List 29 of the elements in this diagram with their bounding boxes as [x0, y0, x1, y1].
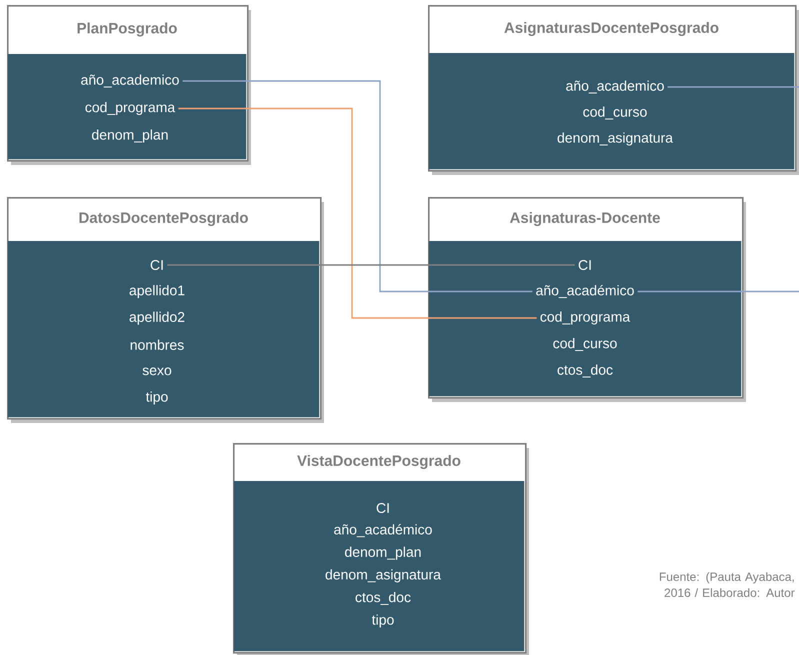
connector-line: [638, 290, 799, 292]
field-name: año_academico: [81, 74, 179, 88]
field-name: apellido2: [130, 312, 184, 325]
field-name: año_académico: [536, 284, 634, 298]
field-name: sexo: [142, 368, 172, 376]
connector-line: [178, 108, 537, 319]
field-name: denom_asignatura: [558, 132, 673, 146]
field-name: ctos_doc: [558, 364, 613, 378]
field-name: cod_programa: [540, 311, 630, 325]
field-name: año_académico: [334, 524, 432, 538]
field-name: apellido1: [130, 285, 184, 298]
field-name: denom_plan: [345, 546, 421, 560]
field-name: cod_curso: [553, 338, 617, 351]
field-name: CI: [578, 260, 591, 270]
field-name: año_academico: [566, 80, 664, 94]
connector-line: [182, 80, 532, 292]
connector-line: [668, 86, 799, 88]
field-name: tipo: [146, 391, 168, 405]
field-name: CI: [150, 260, 163, 270]
field-name: nombres: [130, 340, 184, 350]
field-name: cod_curso: [583, 106, 647, 120]
field-name: denom_plan: [92, 129, 168, 143]
source-note: Fuente: (Pauta Ayabaca, 2016 / Elaborado: Autor: [660, 572, 795, 597]
field-name: cod_programa: [85, 102, 176, 116]
connector-line: [167, 264, 575, 266]
field-name: CI: [376, 503, 389, 513]
field-name: denom_asignatura: [326, 569, 441, 582]
field-name: tipo: [372, 614, 394, 628]
field-name: ctos_doc: [356, 592, 411, 605]
